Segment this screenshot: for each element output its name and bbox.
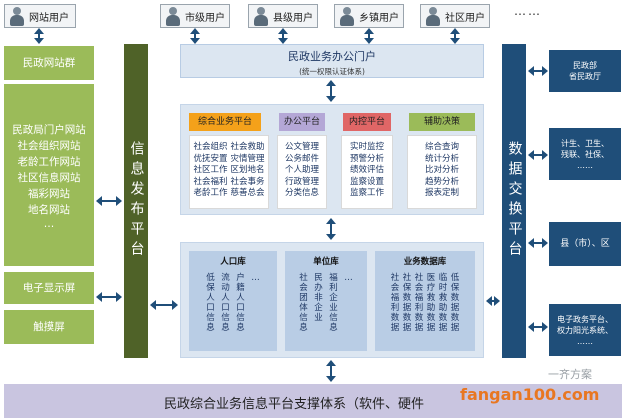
user-icon xyxy=(254,7,268,26)
arrow-icon xyxy=(364,28,374,44)
user-box-community: 社区用户 xyxy=(420,4,490,28)
touch-screen-box: 触摸屏 xyxy=(4,310,94,344)
arrow-icon xyxy=(96,196,122,206)
arrow-icon xyxy=(528,322,548,332)
display-screen-box: 电子显示屏 xyxy=(4,272,94,304)
site-item: … xyxy=(43,218,55,230)
site-item: 福彩网站 xyxy=(28,188,70,200)
box-departments: 计生、卫生、 残联、社保、 …… xyxy=(549,128,621,180)
site-item: 民政局门户网站 xyxy=(12,124,86,136)
arrow-icon xyxy=(150,300,178,310)
user-icon xyxy=(340,7,354,26)
arrow-icon xyxy=(326,80,336,102)
user-icon xyxy=(10,7,24,26)
platform-header: 办公平台 xyxy=(279,113,325,131)
db-population: 人口库 低保人口信息 流动人口信息 户籍人口信息 … xyxy=(189,251,277,351)
arrow-icon xyxy=(190,28,200,44)
platform-area: 综合业务平台 办公平台 内控平台 辅助决策 社会组织 优抚安置 社区工作 社会福… xyxy=(180,104,484,215)
platform-items: 综合查询 统计分析 比对分析 趋势分析 报表定制 xyxy=(407,135,477,209)
arrow-icon xyxy=(528,238,548,248)
arrow-icon xyxy=(278,28,288,44)
info-release-platform: 信息发布平台 xyxy=(124,44,148,358)
database-area: 人口库 低保人口信息 流动人口信息 户籍人口信息 … 单位库 社会团体信息 民办… xyxy=(180,242,484,358)
arrow-icon xyxy=(96,292,122,302)
watermark-logo: 一齐方案 xyxy=(548,368,592,381)
site-item: 地名网站 xyxy=(28,204,70,216)
db-unit: 单位库 社会团体信息 民办非企业 福利企业信息 … xyxy=(285,251,367,351)
watermark: fangan100.com xyxy=(460,385,600,404)
arrow-icon xyxy=(486,296,500,306)
office-portal: 民政业务办公门户 (统一权限认证体系) xyxy=(180,44,484,78)
arrow-icon xyxy=(528,150,548,160)
site-item: 社区信息网站 xyxy=(17,172,81,184)
portal-title: 民政业务办公门户 xyxy=(288,50,376,63)
website-list: 民政局门户网站 社会组织网站 老龄工作网站 社区信息网站 福彩网站 地名网站 … xyxy=(4,84,94,266)
arrow-icon xyxy=(450,28,460,44)
portal-subtitle: (统一权限认证体系) xyxy=(299,67,365,76)
platform-items: 公文管理 公务邮件 个人助理 行政管理 分类信息 xyxy=(277,135,327,209)
arrow-icon xyxy=(326,360,336,382)
arrow-icon xyxy=(326,218,336,240)
box-ministry: 民政部 省民政厅 xyxy=(549,50,621,92)
user-icon xyxy=(426,7,440,26)
platform-header: 综合业务平台 xyxy=(189,113,261,131)
arrow-icon xyxy=(34,28,44,44)
website-group-title: 民政网站群 xyxy=(4,46,94,80)
db-business: 业务数据库 社会福利数据 社保数据数据 社会福利数据 医疗救助数据 临时救助数据… xyxy=(375,251,475,351)
box-egov: 电子政务平台、 权力阳光系统、 …… xyxy=(549,304,621,356)
platform-header: 辅助决策 xyxy=(409,113,475,131)
user-icon xyxy=(166,7,180,26)
platform-items: 实时监控 预警分析 绩效评估 监察设置 监察工作 xyxy=(341,135,393,209)
user-box-city: 市级用户 xyxy=(160,4,230,28)
box-counties: 县（市）、区 xyxy=(549,222,621,266)
user-box-county: 县级用户 xyxy=(248,4,318,28)
platform-items: 社会组织 优抚安置 社区工作 社会福利 老龄工作 社会救助 灾情管理 区划地名 … xyxy=(189,135,269,209)
user-box-township: 乡镇用户 xyxy=(334,4,404,28)
site-item: 老龄工作网站 xyxy=(17,156,81,168)
data-exchange-platform: 数据交换平台 xyxy=(502,44,526,358)
support-system-bar: 民政综合业务信息平台支撑体系（软件、硬件 xyxy=(4,384,622,418)
more-users: …… xyxy=(514,4,542,18)
arrow-icon xyxy=(528,66,548,76)
platform-header: 内控平台 xyxy=(343,113,391,131)
site-item: 社会组织网站 xyxy=(17,140,81,152)
user-box-website: 网站用户 xyxy=(4,4,76,28)
